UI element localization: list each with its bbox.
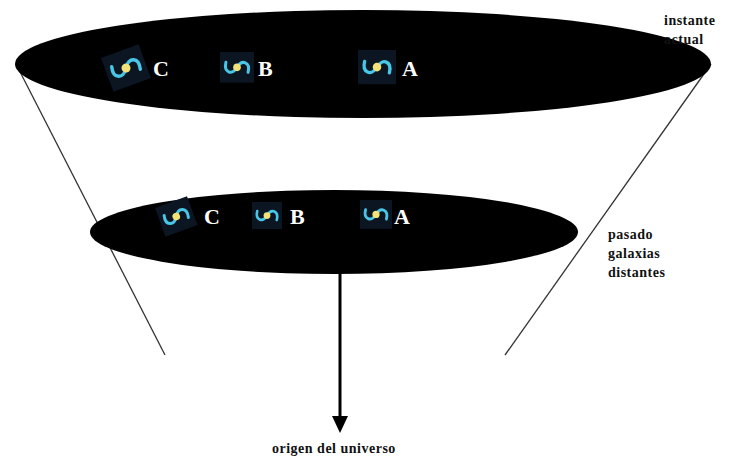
- past-label: pasado galaxias distantes: [608, 226, 688, 283]
- galaxy-letter: C: [204, 206, 220, 228]
- past-plane: [90, 190, 578, 274]
- time-arrow: [339, 262, 342, 418]
- galaxy-letter: B: [258, 58, 273, 80]
- present-label: instante actual: [664, 12, 748, 50]
- galaxy-icon: [252, 202, 282, 229]
- galaxy-icon: [360, 200, 392, 229]
- arrow-head: [332, 416, 348, 433]
- galaxy-letter: A: [402, 58, 418, 80]
- galaxy-letter: B: [290, 206, 305, 228]
- galaxy-letter: C: [153, 58, 169, 80]
- galaxy-letter: A: [394, 206, 410, 228]
- galaxy-icon: [358, 50, 396, 84]
- galaxy-icon: [155, 196, 197, 236]
- origin-label: origen del universo: [272, 440, 396, 459]
- galaxy-icon: [220, 52, 254, 83]
- galaxy-icon: [101, 44, 151, 92]
- present-plane: [15, 10, 711, 118]
